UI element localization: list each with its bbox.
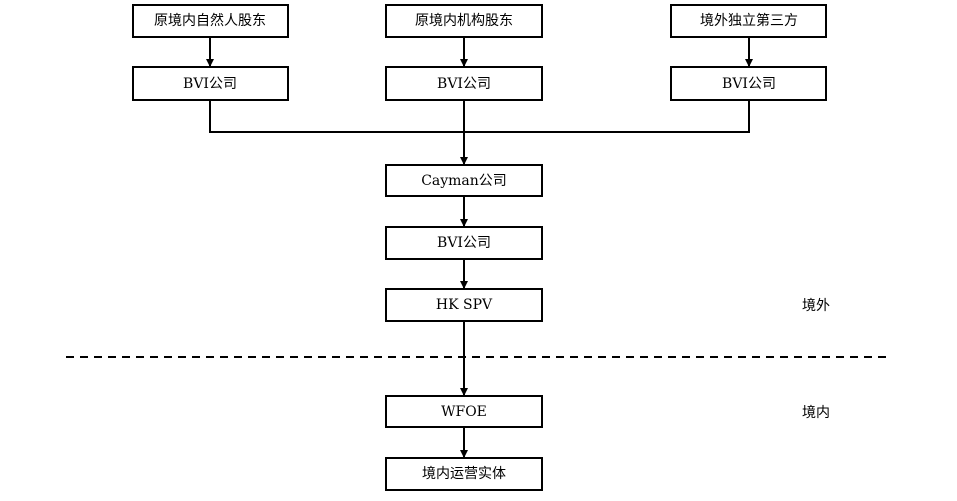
boxes — [132, 4, 827, 491]
label-bvi-holding: BVI公司 — [437, 235, 491, 251]
label-bvi-middle: BVI公司 — [437, 76, 491, 92]
node-shareholder-institution — [385, 4, 543, 38]
label-shareholder-institution: 原境内机构股东 — [415, 13, 513, 29]
label-hk-spv: HK SPV — [436, 297, 493, 313]
node-cayman — [385, 164, 543, 197]
node-domestic-entity — [385, 457, 543, 491]
region-onshore-label: 境内 — [802, 405, 830, 421]
label-domestic-entity: 境内运营实体 — [422, 466, 506, 482]
node-wfoe — [385, 395, 543, 428]
label-cayman: Cayman公司 — [421, 173, 507, 189]
node-third-party-offshore — [670, 4, 827, 38]
label-wfoe: WFOE — [441, 404, 487, 420]
node-bvi-left — [132, 66, 289, 101]
label-bvi-right: BVI公司 — [722, 76, 776, 92]
connectors — [206, 38, 753, 458]
node-bvi-right — [670, 66, 827, 101]
label-shareholder-individual: 原境内自然人股东 — [154, 12, 266, 29]
edge-bvi-merge — [209, 101, 750, 133]
node-bvi-holding — [385, 226, 543, 260]
label-third-party-offshore: 境外独立第三方 — [700, 12, 798, 29]
region-offshore-label: 境外 — [802, 298, 830, 314]
node-shareholder-individual — [132, 4, 289, 38]
label-bvi-left: BVI公司 — [183, 76, 237, 92]
node-bvi-middle — [385, 66, 543, 101]
node-hk-spv — [385, 288, 543, 322]
